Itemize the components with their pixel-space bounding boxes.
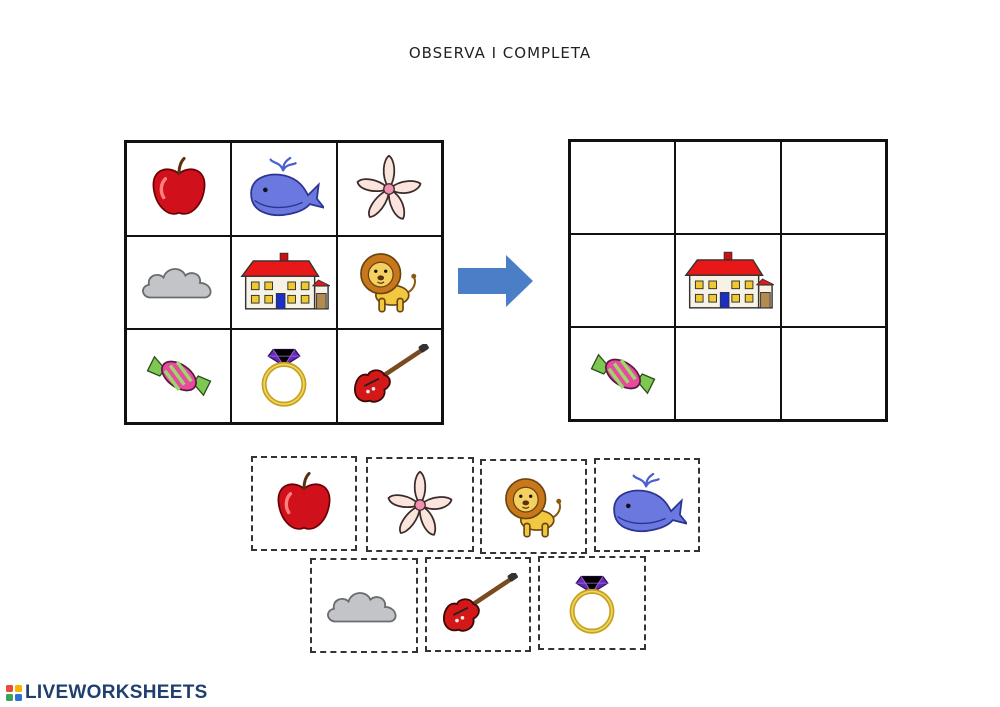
grid-cell	[336, 329, 442, 423]
lion-icon	[504, 477, 561, 538]
liveworksheets-logo-icon	[6, 685, 22, 701]
cloud-icon	[141, 268, 212, 299]
ring-icon	[569, 575, 615, 634]
grid-cell	[231, 235, 337, 330]
grid-cell	[231, 329, 337, 423]
picture-card[interactable]	[251, 456, 357, 551]
grid-cell	[336, 142, 442, 236]
grid-cell[interactable]	[780, 327, 886, 420]
liveworksheets-brand: LIVEWORKSHEETS	[25, 682, 208, 703]
picture-card[interactable]	[366, 457, 474, 552]
whale-icon	[250, 156, 324, 216]
grid-cell[interactable]	[570, 141, 676, 234]
grid-cell	[126, 329, 232, 423]
guitar-icon	[442, 572, 518, 632]
picture-card[interactable]	[538, 556, 646, 650]
grid-cell	[231, 142, 337, 236]
liveworksheets-logo: LIVEWORKSHEETS	[6, 682, 208, 704]
picture-card[interactable]	[425, 557, 531, 652]
house-icon	[684, 251, 774, 309]
lion-icon	[360, 253, 417, 314]
grid-cell[interactable]	[570, 234, 676, 327]
source-grid	[124, 140, 444, 425]
picture-card[interactable]	[594, 458, 700, 552]
grid-cell[interactable]	[780, 141, 886, 234]
apple-icon	[277, 471, 331, 530]
grid-cell	[126, 235, 232, 330]
guitar-icon	[354, 344, 430, 403]
grid-cell	[570, 327, 676, 420]
flower-icon	[387, 470, 453, 536]
picture-card[interactable]	[310, 558, 418, 653]
page-title: OBSERVA I COMPLETA	[408, 44, 592, 62]
flower-icon	[356, 154, 422, 220]
grid-cell[interactable]	[675, 141, 781, 234]
grid-cell	[336, 235, 442, 330]
grid-cell[interactable]	[675, 327, 781, 420]
arrow-right-icon	[458, 255, 533, 307]
target-grid	[568, 139, 888, 422]
grid-cell	[675, 234, 781, 327]
grid-cell[interactable]	[780, 234, 886, 327]
picture-card[interactable]	[480, 459, 587, 554]
house-icon	[240, 253, 330, 311]
candy-icon	[590, 353, 656, 394]
apple-icon	[152, 156, 206, 215]
ring-icon	[261, 349, 307, 407]
cloud-icon	[327, 591, 397, 622]
candy-icon	[146, 355, 212, 397]
grid-cell	[126, 142, 232, 236]
whale-icon	[613, 473, 687, 532]
